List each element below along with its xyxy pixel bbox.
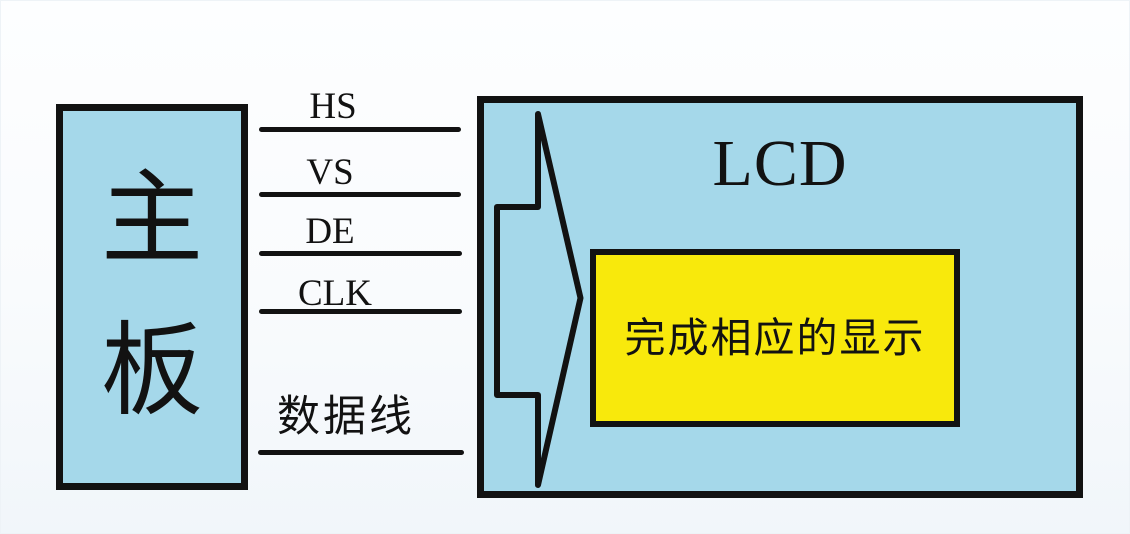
mainboard-char: 主: [101, 164, 203, 277]
signal-label-clk: CLK: [298, 273, 372, 314]
display-note-text: 完成相应的显示: [624, 314, 926, 361]
lcd-box: LCD 完成相应的显示: [477, 96, 1083, 498]
signal-line-de: [259, 251, 462, 256]
mainboard-box: 主 板: [56, 104, 248, 490]
signal-line-hs: [259, 127, 461, 132]
signal-label-vs: VS: [306, 152, 354, 193]
mainboard-char: 板: [101, 316, 203, 429]
signal-label-de: DE: [305, 211, 355, 252]
signal-line-data: [258, 450, 464, 455]
signal-label-data: 数据线: [277, 394, 415, 441]
display-note-box: 完成相应的显示: [590, 249, 960, 427]
signal-line-clk: [259, 309, 462, 314]
signal-label-hs: HS: [309, 86, 357, 127]
signal-line-vs: [259, 192, 461, 197]
lcd-title: LCD: [712, 127, 848, 200]
